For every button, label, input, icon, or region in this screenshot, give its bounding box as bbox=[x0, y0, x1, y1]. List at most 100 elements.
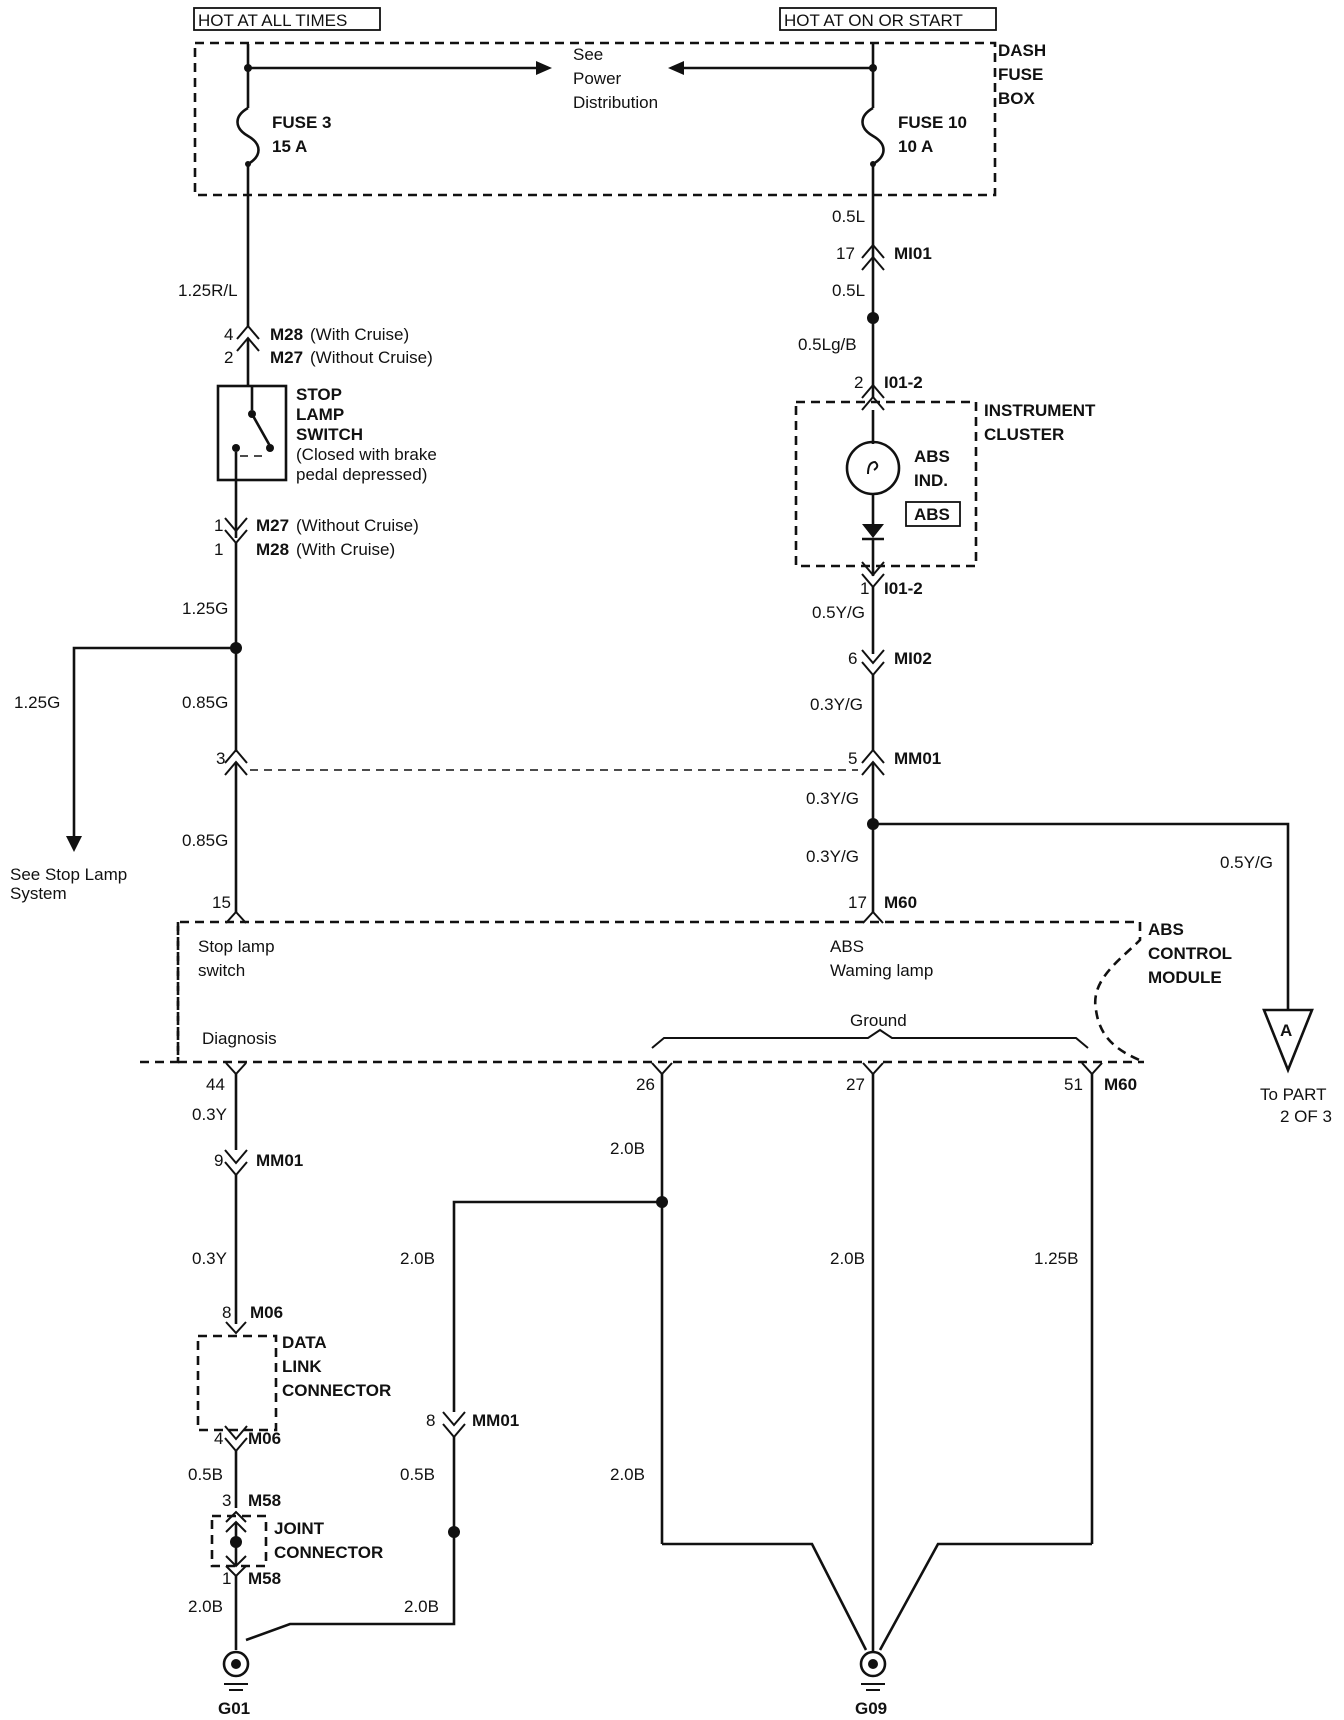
g09-label: G09 bbox=[855, 1699, 887, 1718]
wire-05b-mid-label: 0.5B bbox=[400, 1465, 435, 1484]
m27-bot-note: (Without Cruise) bbox=[296, 516, 419, 535]
fuse-box-title-3: BOX bbox=[998, 89, 1036, 108]
abs-badge: ABS bbox=[914, 505, 950, 524]
wire-05yg-b bbox=[873, 822, 1290, 1010]
pin-26-label: 26 bbox=[636, 1075, 655, 1094]
abs-indicator-lamp bbox=[845, 440, 901, 496]
m60-pin-17: 17 bbox=[848, 893, 867, 912]
wire-125b-51-label: 1.25B bbox=[1034, 1249, 1078, 1268]
switch-title-2: LAMP bbox=[296, 405, 344, 424]
wire-20b-mid-a-label: 2.0B bbox=[400, 1249, 435, 1268]
wire-20b-26b-label: 2.0B bbox=[610, 1465, 645, 1484]
fuse-box-title-2: FUSE bbox=[998, 65, 1043, 84]
wire-03yg-a-label: 0.3Y/G bbox=[810, 695, 863, 714]
i012-top-pin: 2 bbox=[854, 373, 863, 392]
m28-bot-name: M28 bbox=[256, 540, 289, 559]
m60-name-top: M60 bbox=[884, 893, 917, 912]
fuse10-symbol bbox=[861, 106, 885, 166]
connector-i012-top-2 bbox=[861, 395, 885, 411]
fuse-box-title-1: DASH bbox=[998, 41, 1046, 60]
m27-bot-name: M27 bbox=[256, 516, 289, 535]
g01-label: G01 bbox=[218, 1699, 250, 1718]
connector-m28-m27-top bbox=[236, 324, 260, 340]
wire-03y-a-label: 0.3Y bbox=[192, 1105, 227, 1124]
m27-top-name-label: M27 bbox=[270, 348, 303, 367]
switch-contact-right bbox=[266, 444, 274, 452]
see-stop-lamp-2: System bbox=[10, 884, 67, 903]
ground-brace bbox=[651, 1028, 1089, 1049]
switch-title-3: SWITCH bbox=[296, 425, 363, 444]
to-part-triangle bbox=[1262, 1008, 1314, 1074]
connector-m06-bot bbox=[224, 1425, 248, 1441]
junction-right-top bbox=[869, 64, 877, 72]
wire-05lgb-label: 0.5Lg/B bbox=[798, 335, 857, 354]
m58-bot-name: M58 bbox=[248, 1569, 281, 1588]
connector-mi01 bbox=[861, 243, 885, 259]
switch-blade bbox=[250, 413, 272, 447]
pin-26-connector bbox=[651, 1062, 673, 1076]
wire-05yg-b-label: 0.5Y/G bbox=[1220, 853, 1273, 872]
connector-mi01-2 bbox=[861, 255, 885, 271]
connector-m27-m28-bot bbox=[224, 517, 248, 533]
to-part-2: 2 OF 3 bbox=[1280, 1107, 1332, 1126]
m06-top-name: M06 bbox=[250, 1303, 283, 1322]
pin-51-connector bbox=[1081, 1062, 1103, 1076]
m58-bot-pin: 1 bbox=[222, 1569, 231, 1588]
junction-mid-05b bbox=[448, 1526, 460, 1538]
wire-pin51-to-g09 bbox=[878, 1542, 1092, 1651]
fuse10-name: FUSE 10 bbox=[898, 113, 967, 132]
joint-title-2: CONNECTOR bbox=[274, 1543, 383, 1562]
see-stop-lamp-1: See Stop Lamp bbox=[10, 865, 127, 884]
connector-i012-top bbox=[861, 383, 885, 399]
m28-top-note: (With Cruise) bbox=[310, 325, 409, 344]
hot-at-all-times-label: HOT AT ALL TIMES bbox=[198, 11, 347, 30]
switch-note-1: (Closed with brake bbox=[296, 445, 437, 464]
i012-top-name: I01-2 bbox=[884, 373, 923, 392]
pin-15-label: 15 bbox=[212, 893, 231, 912]
connector-i012-bot bbox=[861, 561, 885, 577]
m28-top-name: M28 bbox=[270, 325, 303, 344]
wire-03yg-b-label: 0.3Y/G bbox=[806, 789, 859, 808]
wire-20b-mid-to-g01 bbox=[245, 1532, 456, 1642]
g09-ground-center bbox=[868, 1659, 878, 1669]
abs-ind-1: ABS bbox=[914, 447, 950, 466]
hot-at-on-or-start-box bbox=[779, 7, 997, 31]
cluster-title-1: INSTRUMENT bbox=[984, 401, 1096, 420]
switch-note-2: pedal depressed) bbox=[296, 465, 427, 484]
stop-lamp-input-2: switch bbox=[198, 961, 245, 980]
wire-125g-branch bbox=[72, 646, 236, 838]
connector-m06-top bbox=[225, 1321, 247, 1335]
wire-085g-b-label: 0.85G bbox=[182, 831, 228, 850]
mm01-pin-3: 3 bbox=[216, 749, 225, 768]
m60-name-bottom: M60 bbox=[1104, 1075, 1137, 1094]
i012-bot-name: I01-2 bbox=[884, 579, 923, 598]
dlc-title-3: CONNECTOR bbox=[282, 1381, 391, 1400]
wire-05l-a-label: 0.5L bbox=[832, 207, 865, 226]
joint-node bbox=[230, 1536, 242, 1548]
connector-m60-pin17 bbox=[862, 910, 884, 924]
m27-bot-pin: 1 bbox=[214, 516, 223, 535]
wire-20b-mid-top bbox=[452, 1200, 662, 1412]
g09-ground-ring bbox=[859, 1650, 887, 1678]
wire-085g-a-label: 0.85G bbox=[182, 693, 228, 712]
abs-module-outline bbox=[140, 920, 1140, 1064]
wire-pin26-to-g09 bbox=[662, 1542, 868, 1651]
connector-mm01-pin5 bbox=[861, 748, 885, 764]
mm01-pin-8: 8 bbox=[426, 1411, 435, 1430]
dlc-title-1: DATA bbox=[282, 1333, 327, 1352]
abs-badge-box bbox=[905, 501, 961, 527]
hot-at-on-or-start-label: HOT AT ON OR START bbox=[784, 11, 963, 30]
dash-fuse-box-outline bbox=[193, 41, 997, 197]
wire-05l-b-label: 0.5L bbox=[832, 281, 865, 300]
wire-20b-mid-b-label: 2.0B bbox=[404, 1597, 439, 1616]
m06-top-pin: 8 bbox=[222, 1303, 231, 1322]
abs-lamp-filament bbox=[867, 460, 879, 475]
junction-pin26 bbox=[656, 1196, 668, 1208]
wire-125rl-label: 1.25R/L bbox=[178, 281, 238, 300]
connector-mi02 bbox=[861, 649, 885, 665]
connector-mm01-pin8 bbox=[442, 1411, 466, 1427]
dlc-title-2: LINK bbox=[282, 1357, 322, 1376]
data-link-connector-outline bbox=[196, 1334, 278, 1432]
pin-27-connector bbox=[862, 1062, 884, 1076]
